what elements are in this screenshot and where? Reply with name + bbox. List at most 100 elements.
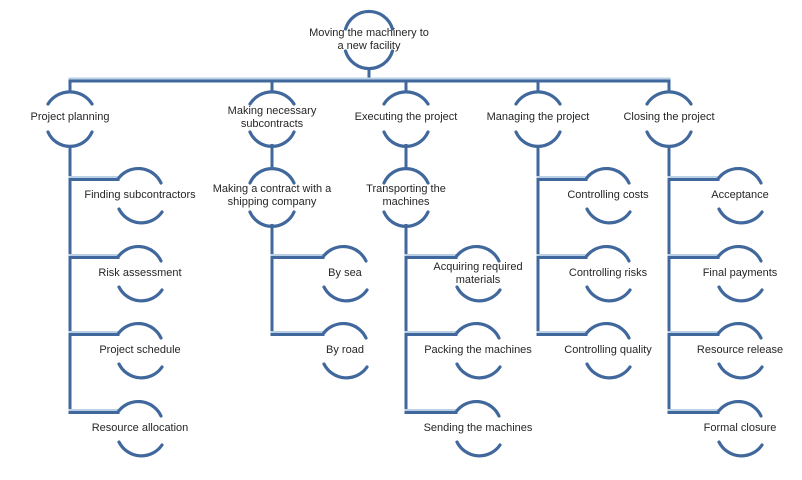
wbs-node-project-schedule: Project schedule xyxy=(60,344,220,357)
node-arc-bottom xyxy=(343,49,395,71)
node-label: Closing the project xyxy=(623,111,715,123)
node-label: Final payments xyxy=(702,267,778,279)
node-label: Resource release xyxy=(696,344,784,356)
node-arc-top xyxy=(382,166,430,185)
node-arc-bottom xyxy=(585,362,632,380)
node-label: a new facility xyxy=(337,40,401,52)
node-arc-top xyxy=(716,166,763,185)
node-arc-top xyxy=(584,321,631,340)
node-arc-top xyxy=(116,244,163,263)
node-arc-top xyxy=(514,90,562,106)
node-arc-top xyxy=(321,321,368,340)
node-label: Finding subcontractors xyxy=(84,189,196,201)
node-arc-top xyxy=(716,321,763,340)
node-arc-bottom xyxy=(248,210,296,229)
wbs-node-formal-closure: Formal closure xyxy=(660,422,802,435)
node-arc-bottom xyxy=(455,440,502,458)
wbs-node-controlling-quality: Controlling quality xyxy=(528,344,688,357)
node-arc-top xyxy=(116,166,163,185)
wbs-node-root: Moving the machinery to a new facility xyxy=(289,27,449,53)
node-arc-top xyxy=(454,321,501,340)
wbs-node-making-a-contract: Making a contract with a shipping compan… xyxy=(192,183,352,209)
wbs-node-transporting-the-machines: Transporting the machines xyxy=(326,183,486,209)
wbs-node-by-road: By road xyxy=(265,344,425,357)
node-label: Resource allocation xyxy=(91,422,189,434)
node-arc-bottom xyxy=(585,207,632,225)
node-label: materials xyxy=(455,274,501,286)
node-label: Packing the machines xyxy=(424,344,532,356)
node-arc-bottom xyxy=(117,285,164,303)
node-arc-bottom xyxy=(717,362,764,380)
node-label: Transporting the xyxy=(366,183,446,195)
node-arc-bottom xyxy=(117,207,164,225)
wbs-node-final-payments: Final payments xyxy=(660,267,802,280)
node-arc-top xyxy=(454,399,501,418)
node-arc-top xyxy=(116,321,163,340)
wbs-node-managing-the-project: Managing the project xyxy=(458,111,618,124)
horizontal-lines xyxy=(68,79,720,414)
node-label: Making a contract with a xyxy=(212,183,332,195)
horizontal-highlights xyxy=(68,77,720,413)
node-label: Formal closure xyxy=(703,422,777,434)
node-arcs xyxy=(46,9,764,458)
node-arc-bottom xyxy=(717,207,764,225)
node-arc-bottom xyxy=(585,285,632,303)
node-label: Managing the project xyxy=(486,111,590,123)
node-label: Controlling costs xyxy=(567,189,649,201)
node-arc-bottom xyxy=(455,285,502,303)
wbs-node-making-necessary-subcontracts: Making necessary subcontracts xyxy=(192,105,352,131)
node-arc-bottom xyxy=(117,362,164,380)
node-arc-top xyxy=(46,90,94,106)
node-arc-top xyxy=(716,244,763,263)
wbs-node-acceptance: Acceptance xyxy=(660,189,802,202)
node-label: Controlling risks xyxy=(568,267,648,279)
node-label: shipping company xyxy=(227,196,317,208)
node-label: Acquiring required xyxy=(433,261,523,273)
node-arc-top xyxy=(343,9,395,31)
node-arc-top xyxy=(382,90,430,106)
node-label: By sea xyxy=(328,267,362,279)
node-arc-bottom xyxy=(117,440,164,458)
wbs-node-executing-the-project: Executing the project xyxy=(326,111,486,124)
wbs-node-controlling-risks: Controlling risks xyxy=(528,267,688,280)
node-arc-bottom xyxy=(248,130,296,149)
wbs-node-by-sea: By sea xyxy=(265,267,425,280)
node-arc-top xyxy=(248,90,296,106)
node-arc-bottom xyxy=(455,362,502,380)
wbs-node-closing-the-project: Closing the project xyxy=(589,111,749,124)
node-label: machines xyxy=(382,196,430,208)
node-arc-top xyxy=(454,244,501,263)
node-label: subcontracts xyxy=(240,118,304,130)
node-arc-bottom xyxy=(382,130,430,149)
wbs-node-finding-subcontractors: Finding subcontractors xyxy=(60,189,220,202)
node-arc-bottom xyxy=(717,285,764,303)
node-label: Making necessary xyxy=(227,105,317,117)
node-arc-top xyxy=(584,166,631,185)
node-arc-bottom xyxy=(46,130,94,149)
node-label: Sending the machines xyxy=(423,422,533,434)
wbs-node-resource-release: Resource release xyxy=(660,344,802,357)
node-label: Acceptance xyxy=(711,189,769,201)
wbs-node-project-planning: Project planning xyxy=(0,111,150,124)
node-arc-bottom xyxy=(322,362,369,380)
node-arc-bottom xyxy=(717,440,764,458)
wbs-node-packing-the-machines: Packing the machines xyxy=(398,344,558,357)
node-arc-bottom xyxy=(322,285,369,303)
node-arc-top xyxy=(248,166,296,185)
node-arc-top xyxy=(116,399,163,418)
node-arc-bottom xyxy=(514,130,562,149)
node-label: Project schedule xyxy=(99,344,181,356)
node-arc-top xyxy=(321,244,368,263)
node-label: Risk assessment xyxy=(98,267,182,279)
node-arc-bottom xyxy=(645,130,693,149)
wbs-node-sending-the-machines: Sending the machines xyxy=(398,422,558,435)
node-arc-bottom xyxy=(382,210,430,229)
wbs-node-acquiring-required-materials: Acquiring required materials xyxy=(398,261,558,287)
wbs-node-controlling-costs: Controlling costs xyxy=(528,189,688,202)
node-label: Moving the machinery to xyxy=(309,27,429,39)
node-label: Controlling quality xyxy=(564,344,652,356)
node-arc-top xyxy=(645,90,693,106)
node-label: Project planning xyxy=(30,111,110,123)
